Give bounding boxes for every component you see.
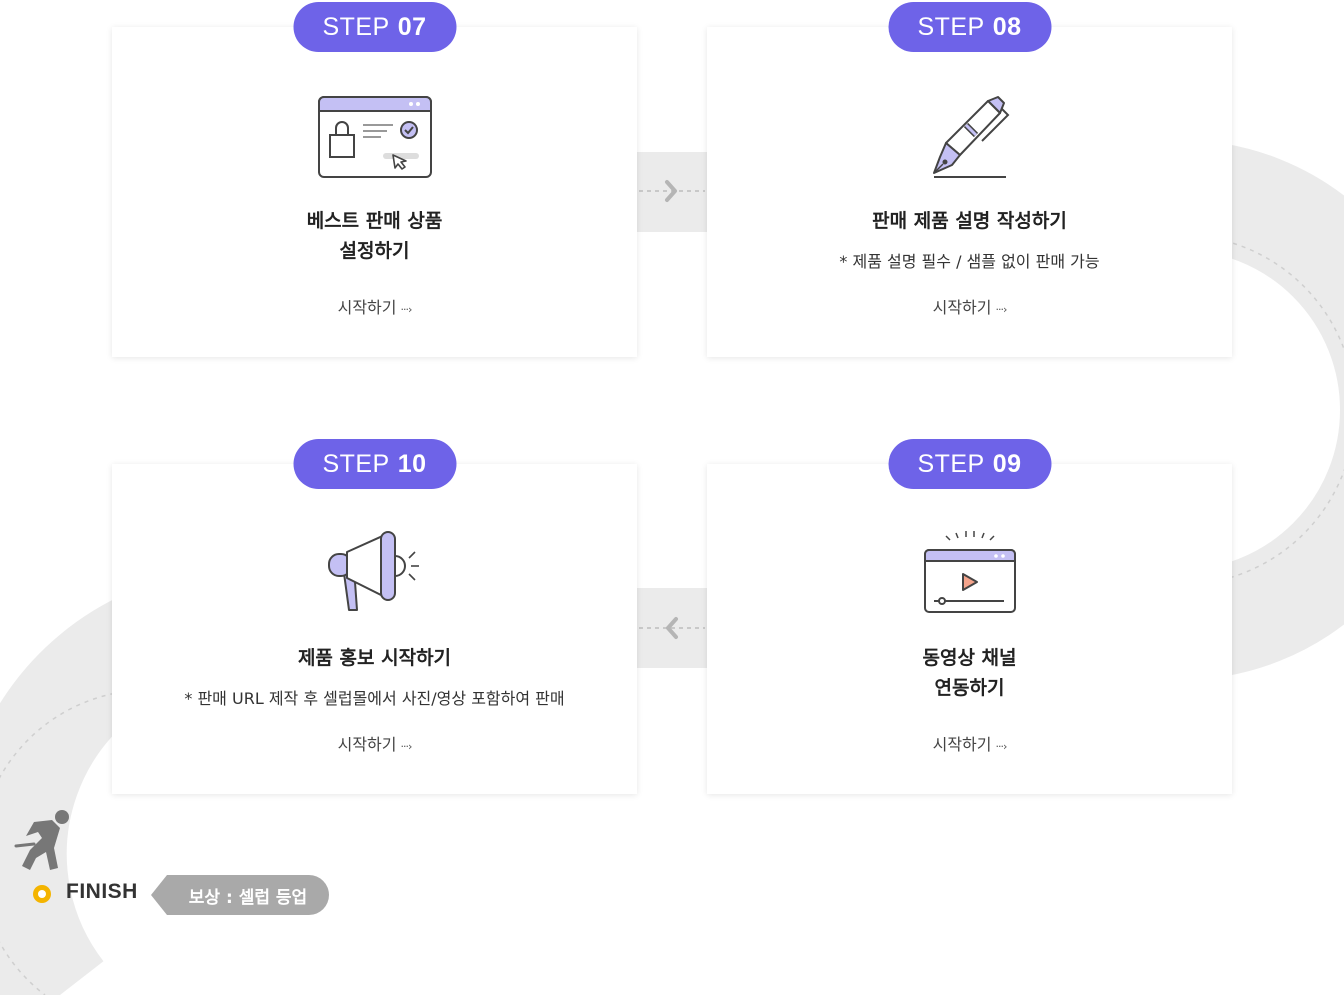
connector-left: [637, 588, 707, 668]
arrow-right-icon: ···›: [995, 303, 1008, 316]
arrow-right-icon: ···›: [400, 740, 413, 753]
step-title-line2: 연동하기: [934, 677, 1005, 699]
step-note: * 판매 URL 제작 후 셀럽몰에서 사진/영상 포함하여 판매: [184, 689, 565, 708]
connector-right: [637, 152, 707, 232]
step-title-line1: 제품 홍보 시작하기: [297, 647, 452, 669]
pen-icon: [932, 96, 1009, 178]
step-title-line1: 베스트 판매 상품: [306, 210, 443, 232]
finish-marker: [33, 885, 51, 903]
start-link[interactable]: 시작하기···›: [932, 735, 1008, 754]
step-title-line1: 판매 제품 설명 작성하기: [872, 210, 1067, 232]
step-note: * 제품 설명 필수 / 샘플 없이 판매 가능: [839, 252, 1100, 271]
start-link[interactable]: 시작하기···›: [337, 298, 413, 317]
step-title-line2: 설정하기: [339, 240, 410, 262]
arrow-right-icon: ···›: [995, 740, 1008, 753]
start-link[interactable]: 시작하기···›: [337, 735, 413, 754]
video-player-icon: [923, 531, 1016, 613]
shop-browser-icon: [317, 96, 432, 178]
megaphone-icon: [327, 531, 419, 611]
reward-badge: 보상 : 셀럽 등업: [151, 875, 329, 915]
finish-label: FINISH: [66, 880, 138, 903]
step-title-line1: 동영상 채널: [922, 647, 1017, 669]
arrow-right-icon: ···›: [400, 303, 413, 316]
start-link[interactable]: 시작하기···›: [932, 298, 1008, 317]
runner-icon: [14, 810, 69, 870]
